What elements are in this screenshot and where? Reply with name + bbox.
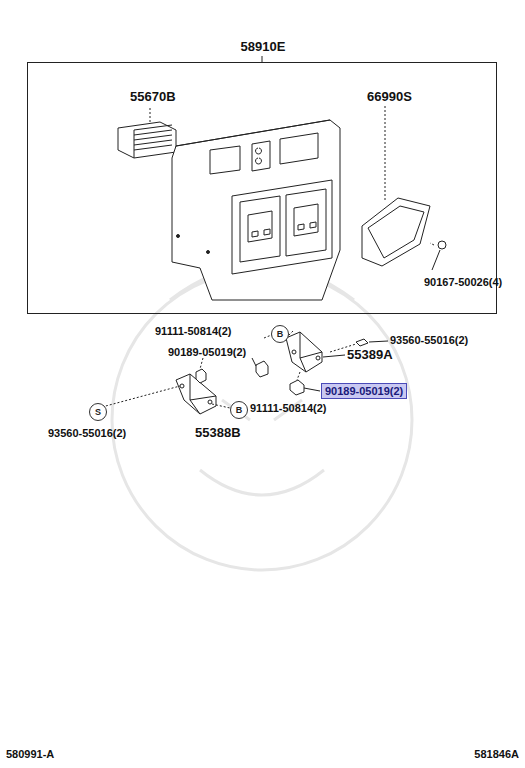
part-number: 55389A [347, 348, 393, 361]
callout-number: 90189-05019(2) [325, 385, 403, 397]
part-number: 93560-55016(2) [390, 334, 468, 347]
part-number: 90189-05019(2) [168, 346, 246, 359]
drawing-code: 581846A [474, 748, 519, 761]
part-number: 55670B [130, 90, 176, 103]
part-number: 91111-50814(2) [155, 325, 231, 338]
part-number: 93560-55016(2) [48, 427, 126, 440]
callout-number: B [272, 326, 288, 342]
callout-number: B [231, 402, 247, 418]
symbol-circle: B [230, 401, 248, 419]
part-number: 66990S [367, 90, 412, 103]
watermark [112, 265, 412, 570]
callout-number: S [90, 404, 106, 420]
part-number: 55388B [195, 426, 241, 439]
symbol-circle: S [89, 403, 107, 421]
group-number: 58910E [241, 39, 286, 54]
part-number: 91111-50814(2) [250, 402, 326, 415]
symbol-circle: B [271, 325, 289, 343]
highlighted-part-number: 90189-05019(2) [321, 383, 407, 399]
drawing-code: 580991-A [6, 748, 54, 761]
part-number: 90167-50026(4) [424, 276, 502, 289]
